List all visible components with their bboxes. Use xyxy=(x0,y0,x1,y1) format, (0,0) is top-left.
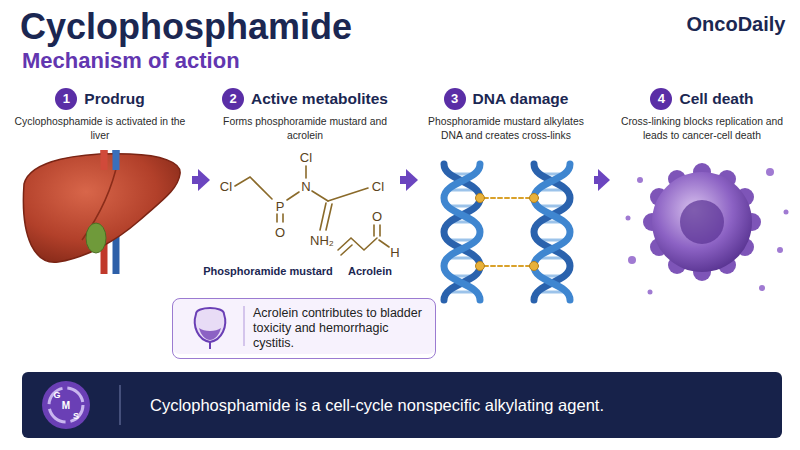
summary-band: Cyclophosphamide is a cell-cycle nonspec… xyxy=(22,372,782,438)
bond xyxy=(328,188,368,201)
callout-box: Acrolein contributes to bladder toxicity… xyxy=(172,298,436,359)
step-heading: Active metabolites xyxy=(251,90,388,108)
dna-strand xyxy=(534,164,570,300)
step-column: 3 DNA damagePhosphoramide mustard alkylat… xyxy=(420,88,592,272)
atom-label: O xyxy=(372,210,382,223)
summary-band-ground xyxy=(22,372,782,438)
bond xyxy=(287,192,299,200)
double-bond xyxy=(277,214,283,222)
acrolein-chain xyxy=(338,238,377,250)
atom-label: H xyxy=(390,246,399,259)
atom-label: N xyxy=(301,180,310,193)
double-bond xyxy=(320,203,332,230)
atom-label: P xyxy=(276,200,285,213)
fragment xyxy=(784,210,789,215)
double-bond xyxy=(374,225,380,236)
step-description: Phosphoramide mustard alkylates DNA and … xyxy=(420,115,592,143)
step-heading: Cell death xyxy=(679,90,753,108)
cross-link-dot xyxy=(476,194,485,203)
cell-blebs xyxy=(643,163,761,281)
dna-illustration xyxy=(444,164,570,300)
bond xyxy=(312,191,328,201)
fragment xyxy=(628,256,636,264)
atom-label: Cl xyxy=(300,151,312,164)
rungs xyxy=(451,174,473,292)
band-text: Cyclophosphamide is a cell-cycle nonspec… xyxy=(150,395,766,415)
atom-label: NH₂ xyxy=(310,234,334,247)
arrowhead xyxy=(198,169,210,191)
base-pairs xyxy=(451,174,563,292)
bond xyxy=(379,240,389,247)
cell-cycle-ring xyxy=(49,388,83,422)
rungs xyxy=(541,174,563,292)
molecule-name: Phosphoramide mustard xyxy=(203,266,333,277)
step-heading: Prodrug xyxy=(84,90,144,108)
page-title: Cyclophosphamide xyxy=(20,6,352,47)
band-divider xyxy=(119,385,121,425)
step-heading: DNA damage xyxy=(473,90,569,108)
flow-arrow xyxy=(594,169,610,191)
cross-link xyxy=(484,198,530,266)
molecule-name: Acrolein xyxy=(348,266,392,277)
fragment xyxy=(766,168,774,176)
fragment xyxy=(648,290,653,295)
callout-text: Acrolein contributes to bladder toxicity… xyxy=(253,306,425,351)
bond xyxy=(235,177,272,199)
bond xyxy=(305,166,307,178)
flow-arrow xyxy=(400,169,418,191)
fragment xyxy=(777,247,783,253)
gallbladder xyxy=(86,223,106,253)
dna-strand xyxy=(534,164,570,300)
phase-label: M xyxy=(62,401,70,411)
atom-label: Cl xyxy=(372,180,384,193)
logo-text: OncoDaily xyxy=(687,14,786,34)
cell-body xyxy=(652,172,752,272)
cell-cycle-icon xyxy=(42,381,90,429)
cell-illustration xyxy=(626,163,789,295)
step-number: 4 xyxy=(650,88,672,110)
step-header: 3 DNA damage xyxy=(420,88,592,110)
fragment xyxy=(626,216,631,221)
step-header: 2 Active metabolites xyxy=(212,88,398,110)
dna-strand xyxy=(444,164,480,300)
bladder-fill xyxy=(199,328,221,340)
vein-top xyxy=(113,150,120,170)
arrowhead xyxy=(598,169,610,191)
double-bond xyxy=(341,245,352,255)
callout-divider xyxy=(243,306,245,346)
step-description: Forms phosphoramide mustard and acrolein xyxy=(212,115,398,143)
step-description: Cross-linking blocks replication and lea… xyxy=(612,115,792,143)
fragment xyxy=(759,285,765,291)
step-header: 4 Cell death xyxy=(612,88,792,110)
step-column: 4 Cell deathCross-linking blocks replicat… xyxy=(612,88,792,272)
step-number: 2 xyxy=(222,88,244,110)
step-number: 3 xyxy=(444,88,466,110)
fragment xyxy=(637,177,643,183)
flow-arrow xyxy=(192,169,210,191)
step-description: Cyclophosphamide is activated in the liv… xyxy=(10,115,190,143)
cross-link-dot xyxy=(530,262,539,271)
cell-nucleus xyxy=(680,200,724,244)
subtitle: Mechanism of action xyxy=(22,50,240,72)
phase-label: S xyxy=(73,412,79,421)
cross-link-dot xyxy=(530,194,539,203)
step-header: 1 Prodrug xyxy=(10,88,190,110)
bladder-icon xyxy=(195,308,225,342)
step-column: 1 ProdrugCyclophosphamide is activated in… xyxy=(10,88,190,272)
chemical-bonds xyxy=(235,166,389,255)
step-number: 1 xyxy=(55,88,77,110)
cell-fragments xyxy=(626,168,789,295)
phase-label: G xyxy=(53,391,60,400)
dna-strand xyxy=(444,164,480,300)
atom-label: Cl xyxy=(220,180,232,193)
urethra xyxy=(209,342,211,349)
cross-link-dot xyxy=(476,262,485,271)
arrowhead xyxy=(406,169,418,191)
step-column: 2 Active metabolitesForms phosphoramide m… xyxy=(212,88,398,272)
atom-label: O xyxy=(275,226,285,239)
callout-ground xyxy=(172,298,436,354)
artery-top xyxy=(101,150,108,170)
